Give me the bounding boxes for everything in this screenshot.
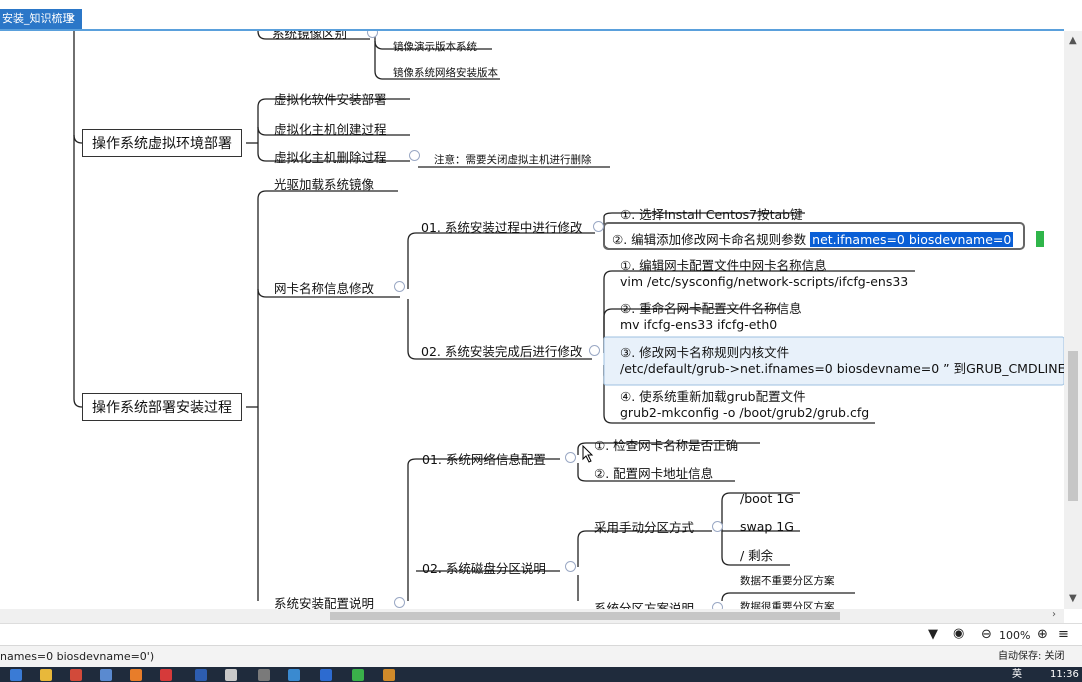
node-nic-during[interactable]: 01. 系统安装过程中进行修改 xyxy=(421,220,583,235)
collapse-icon[interactable] xyxy=(712,602,723,611)
step-command: grub2-mkconfig -o /boot/grub2/grub.cfg xyxy=(620,405,870,420)
browser-icon[interactable] xyxy=(40,669,52,681)
clock[interactable]: 11:36 xyxy=(1050,669,1079,680)
node-during-step2[interactable]: ②. 编辑添加修改网卡命名规则参数 net.ifnames=0 biosdevn… xyxy=(612,229,1014,248)
ime-indicator[interactable]: 英 xyxy=(1012,669,1022,680)
step-title: ①. 编辑网卡配置文件中网卡名称信息 xyxy=(620,258,827,273)
node-net-config[interactable]: 01. 系统网络信息配置 xyxy=(422,452,546,467)
document-tab[interactable]: 安装_知识梳理 ✕ xyxy=(0,9,82,29)
node-net-item1[interactable]: ①. 检查网卡名称是否正确 xyxy=(594,438,739,453)
collapse-icon[interactable] xyxy=(565,452,576,463)
scroll-right-icon[interactable]: › xyxy=(1052,609,1056,620)
node-scheme-1[interactable]: 数据不重要分区方案 xyxy=(740,575,835,587)
app-icon[interactable] xyxy=(383,669,395,681)
step-title: ④. 使系统重新加载grub配置文件 xyxy=(620,389,806,404)
node-mirror-net[interactable]: 镜像系统网络安装版本 xyxy=(393,67,498,79)
node-after-step2[interactable]: ②. 重命名网卡配置文件名称信息 mv ifcfg-ens33 ifcfg-et… xyxy=(620,301,802,333)
node-mirror-demo[interactable]: 镜像演示版本系统 xyxy=(393,41,477,53)
zoom-in-icon[interactable]: ⊕ xyxy=(1037,627,1048,642)
node-cdrom[interactable]: 光驱加载系统镜像 xyxy=(274,177,375,192)
close-icon[interactable]: ✕ xyxy=(66,12,76,25)
app-icon[interactable] xyxy=(70,669,82,681)
app-icon[interactable] xyxy=(258,669,270,681)
tab-label: 安装_知识梳理 xyxy=(2,12,74,25)
node-during-step1[interactable]: ①. 选择Install Centos7按tab键 xyxy=(620,207,803,222)
collapse-icon[interactable] xyxy=(593,221,604,232)
node-part-root[interactable]: / 剩余 xyxy=(740,548,774,563)
node-disk[interactable]: 02. 系统磁盘分区说明 xyxy=(422,561,546,576)
vertical-scrollbar[interactable]: ▲ ▼ xyxy=(1064,31,1082,609)
step-title: ②. 重命名网卡配置文件名称信息 xyxy=(620,301,802,316)
node-vm-create[interactable]: 虚拟化主机创建过程 xyxy=(274,122,387,137)
step-command: vim /etc/sysconfig/network-scripts/ifcfg… xyxy=(620,274,909,289)
node-scheme-2[interactable]: 数据很重要分区方案 xyxy=(740,601,835,611)
notepad-icon[interactable] xyxy=(225,669,237,681)
app-icon[interactable] xyxy=(10,669,22,681)
app-icon[interactable] xyxy=(320,669,332,681)
vertical-scroll-thumb[interactable] xyxy=(1068,351,1078,501)
node-manual-part[interactable]: 采用手动分区方式 xyxy=(594,520,695,535)
zoom-level: 100% xyxy=(999,629,1031,642)
zoom-toolbar: ▼ ◉ ⊖ 100% ⊕ ≡ xyxy=(0,623,1082,646)
windows-taskbar: 英 11:36 xyxy=(0,667,1082,682)
step-command: mv ifcfg-ens33 ifcfg-eth0 xyxy=(620,317,778,332)
mindmap-canvas[interactable]: 系统镜像区别 镜像演示版本系统 镜像系统网络安装版本 操作系统虚拟环境部署 虚拟… xyxy=(0,29,1064,611)
app-icon[interactable] xyxy=(352,669,364,681)
node-install[interactable]: 操作系统部署安装过程 xyxy=(82,393,242,421)
step-title: ③. 修改网卡名称规则内核文件 xyxy=(620,345,790,360)
collapse-icon[interactable] xyxy=(409,150,420,161)
menu-icon[interactable]: ≡ xyxy=(1058,627,1069,642)
step-command: /etc/default/grub->net.ifnames=0 biosdev… xyxy=(620,361,1064,376)
collapse-icon[interactable] xyxy=(367,31,378,38)
node-net-item2[interactable]: ②. 配置网卡地址信息 xyxy=(594,466,714,481)
step2-selected-text[interactable]: net.ifnames=0 biosdevname=0 xyxy=(810,232,1014,247)
app-icon[interactable] xyxy=(160,669,172,681)
eye-icon[interactable]: ◉ xyxy=(953,626,965,641)
autosave-status[interactable]: 自动保存: 关闭 xyxy=(998,651,1065,662)
tab-bar: 安装_知识梳理 ✕ xyxy=(0,0,1082,30)
scroll-up-icon[interactable]: ▲ xyxy=(1069,35,1077,46)
node-after-step3[interactable]: ③. 修改网卡名称规则内核文件 /etc/default/grub->net.i… xyxy=(620,345,1064,377)
scroll-down-icon[interactable]: ▼ xyxy=(1069,593,1077,604)
collapse-icon[interactable] xyxy=(394,597,405,608)
app-icon[interactable] xyxy=(130,669,142,681)
node-vm-install[interactable]: 虚拟化软件安装部署 xyxy=(274,92,387,107)
word-icon[interactable] xyxy=(195,669,207,681)
node-nic-after[interactable]: 02. 系统安装完成后进行修改 xyxy=(421,344,583,359)
status-bar: names=0 biosdevname=0') 自动保存: 关闭 xyxy=(0,645,1082,668)
node-after-step4[interactable]: ④. 使系统重新加载grub配置文件 grub2-mkconfig -o /bo… xyxy=(620,389,869,421)
mouse-cursor-icon xyxy=(582,445,594,463)
node-mirror-diff[interactable]: 系统镜像区别 xyxy=(272,29,348,41)
filter-icon[interactable]: ▼ xyxy=(928,627,938,642)
node-config[interactable]: 系统安装配置说明 xyxy=(274,596,375,611)
connector-lines xyxy=(73,31,1064,602)
horizontal-scrollbar[interactable]: › xyxy=(0,609,1064,623)
collapse-icon[interactable] xyxy=(565,561,576,572)
node-after-step1[interactable]: ①. 编辑网卡配置文件中网卡名称信息 vim /etc/sysconfig/ne… xyxy=(620,258,908,290)
node-vm-delete[interactable]: 虚拟化主机删除过程 xyxy=(274,150,387,165)
horizontal-scroll-thumb[interactable] xyxy=(330,612,840,620)
collapse-icon[interactable] xyxy=(394,281,405,292)
app-icon[interactable] xyxy=(288,669,300,681)
node-nic[interactable]: 网卡名称信息修改 xyxy=(274,281,375,296)
app-icon[interactable] xyxy=(100,669,112,681)
node-part-swap[interactable]: swap 1G xyxy=(740,519,794,534)
zoom-out-icon[interactable]: ⊖ xyxy=(981,627,992,642)
status-text: names=0 biosdevname=0') xyxy=(0,650,155,663)
step2-text: ②. 编辑添加修改网卡命名规则参数 xyxy=(612,232,811,247)
collapse-icon[interactable] xyxy=(589,345,600,356)
node-scheme[interactable]: 系统分区方案说明 xyxy=(594,601,695,611)
node-vm-env[interactable]: 操作系统虚拟环境部署 xyxy=(82,129,242,157)
node-vm-note[interactable]: 注意：需要关闭虚拟主机进行删除 xyxy=(434,154,592,166)
node-part-boot[interactable]: /boot 1G xyxy=(740,491,794,506)
collapse-icon[interactable] xyxy=(712,521,723,532)
